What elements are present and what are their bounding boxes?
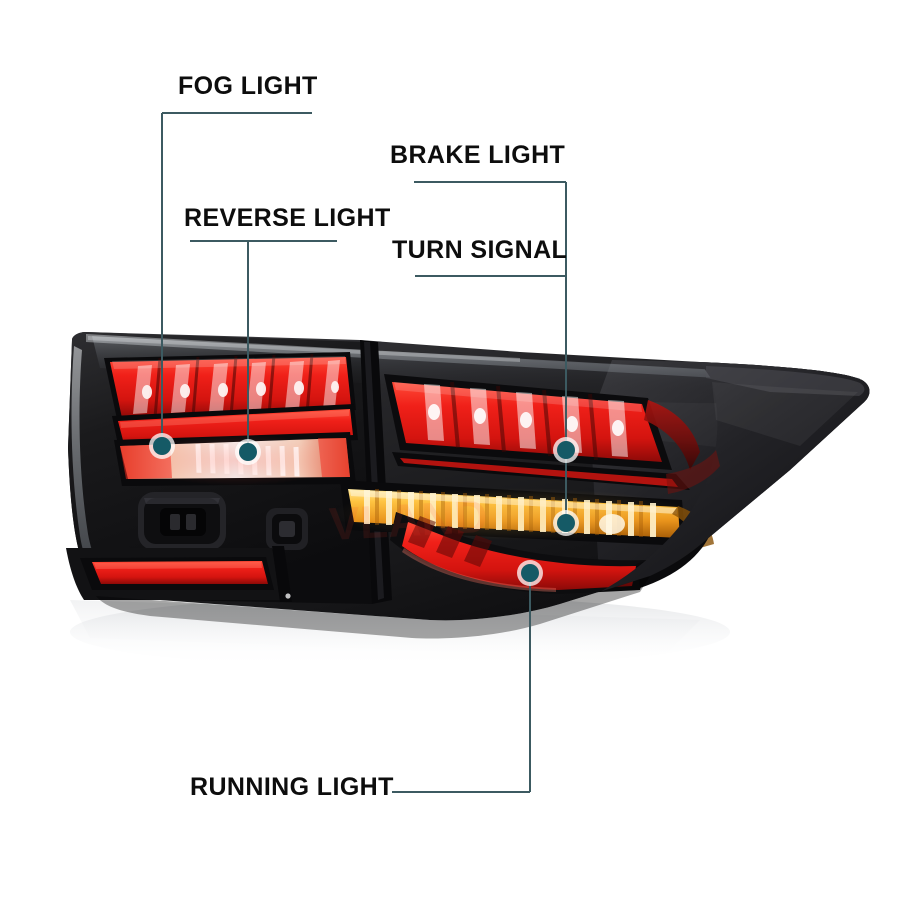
bulb-socket-cover-large: [138, 492, 226, 550]
callout-label-fog-light[interactable]: FOG LIGHT: [178, 72, 318, 100]
right-accent-red-line: [392, 452, 690, 490]
callout-label-reverse-light[interactable]: REVERSE LIGHT: [184, 204, 391, 232]
reverse-light-element: [114, 432, 356, 486]
housing-outer-shell-right: [600, 362, 870, 592]
marker-dot-reverse-light[interactable]: [239, 443, 257, 461]
marker-dot-brake-light[interactable]: [557, 441, 575, 459]
callout-label-brake-light[interactable]: BRAKE LIGHT: [390, 141, 566, 169]
left-upper-red-bar: [104, 352, 356, 424]
floor-reflection: [70, 596, 730, 668]
bulb-socket-cover-small: [266, 508, 308, 550]
marker-dot-fog-light[interactable]: [153, 437, 171, 455]
marker-dot-turn-signal[interactable]: [557, 514, 575, 532]
svg-text:VLAND: VLAND: [328, 490, 489, 550]
photo-watermark: VLAND: [328, 490, 489, 550]
left-running-light-bar: [66, 546, 292, 602]
callout-label-running-light[interactable]: RUNNING LIGHT: [190, 773, 394, 801]
housing-center-seam: [285, 340, 392, 604]
callout-label-turn-signal[interactable]: TURN SIGNAL: [392, 236, 568, 264]
drop-shadow: [96, 576, 650, 639]
marker-dot-running-light[interactable]: [521, 564, 539, 582]
brake-light-element: [384, 374, 700, 470]
